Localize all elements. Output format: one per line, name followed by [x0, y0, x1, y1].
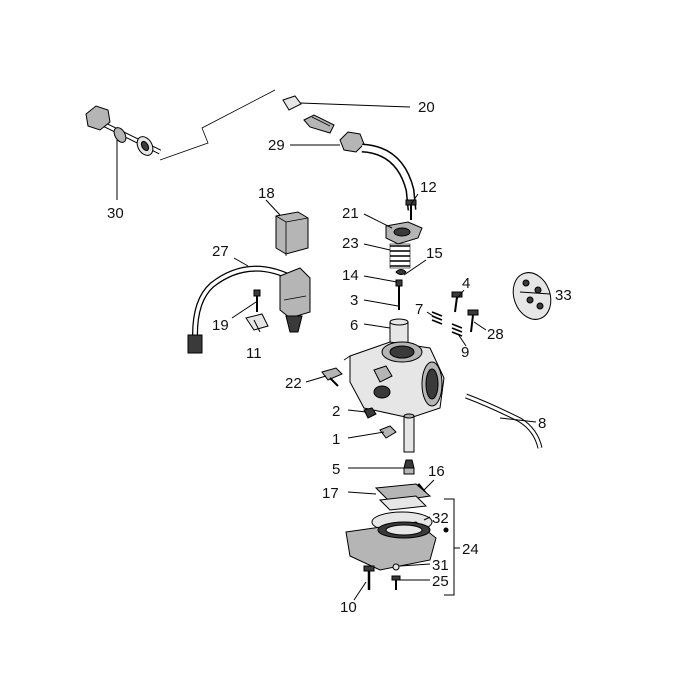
callout-28: 28	[487, 326, 504, 343]
callout-6: 6	[350, 317, 358, 334]
part-12-screw	[405, 199, 417, 220]
callout-14: 14	[342, 267, 359, 284]
part-8-hose	[465, 393, 543, 449]
callout-10: 10	[340, 599, 357, 616]
carburettor-body	[343, 341, 445, 419]
callout-30: 30	[107, 205, 124, 222]
callout-5: 5	[332, 461, 340, 478]
part-21-cap	[385, 221, 423, 245]
part-17-float	[374, 483, 432, 511]
part-23-spring	[389, 243, 411, 269]
part-30-connector-line	[159, 89, 276, 161]
part-25-screw	[391, 575, 401, 590]
callout-33: 33	[555, 287, 572, 304]
callout-27: 27	[212, 243, 229, 260]
part-15-clip	[395, 269, 407, 275]
callout-3: 3	[350, 292, 358, 309]
callout-21: 21	[342, 205, 359, 222]
callout-4: 4	[462, 275, 470, 292]
part-19-clamp	[245, 289, 269, 331]
callout-7: 7	[415, 301, 423, 318]
part-5-needle	[403, 459, 415, 475]
callout-15: 15	[426, 245, 443, 262]
part-18-boot	[275, 211, 309, 256]
part-7-spring	[431, 311, 443, 325]
callout-18: 18	[258, 185, 275, 202]
callout-29: 29	[268, 137, 285, 154]
part-22-screw	[321, 367, 343, 387]
callout-32: 32	[432, 510, 449, 527]
callout-23: 23	[342, 235, 359, 252]
callout-31: 31	[432, 557, 449, 574]
callout-8: 8	[538, 415, 546, 432]
callout-19: 19	[212, 317, 229, 334]
part-9-spring	[451, 323, 463, 337]
part-1-jet	[379, 413, 415, 453]
callout-2: 2	[332, 403, 340, 420]
callout-labels: 20 29 30 18 12 21 27 23 15 14 4 33 3 7 1…	[107, 99, 572, 616]
part-29-nut-pipe	[339, 131, 417, 211]
part-30-bolt	[85, 105, 162, 156]
callout-20: 20	[418, 99, 435, 116]
part-27-choke	[187, 265, 311, 354]
part-33-gasket	[512, 272, 552, 320]
callout-11: 11	[246, 345, 262, 362]
callout-9: 9	[461, 344, 469, 361]
part-24-bowl	[345, 511, 449, 571]
callout-16: 16	[428, 463, 445, 480]
callout-25: 25	[432, 573, 449, 590]
callout-1: 1	[332, 431, 340, 448]
leader-lines	[116, 102, 551, 601]
part-31-washer	[392, 563, 400, 571]
part-10-screw	[363, 565, 375, 590]
callout-17: 17	[322, 485, 339, 502]
part-2-jet	[363, 407, 377, 419]
part-3-needle	[395, 279, 403, 310]
part-28-screw	[467, 309, 479, 333]
callout-12: 12	[420, 179, 437, 196]
callout-22: 22	[285, 375, 302, 392]
callout-24: 24	[462, 541, 479, 558]
part-20-fitting	[282, 95, 335, 134]
